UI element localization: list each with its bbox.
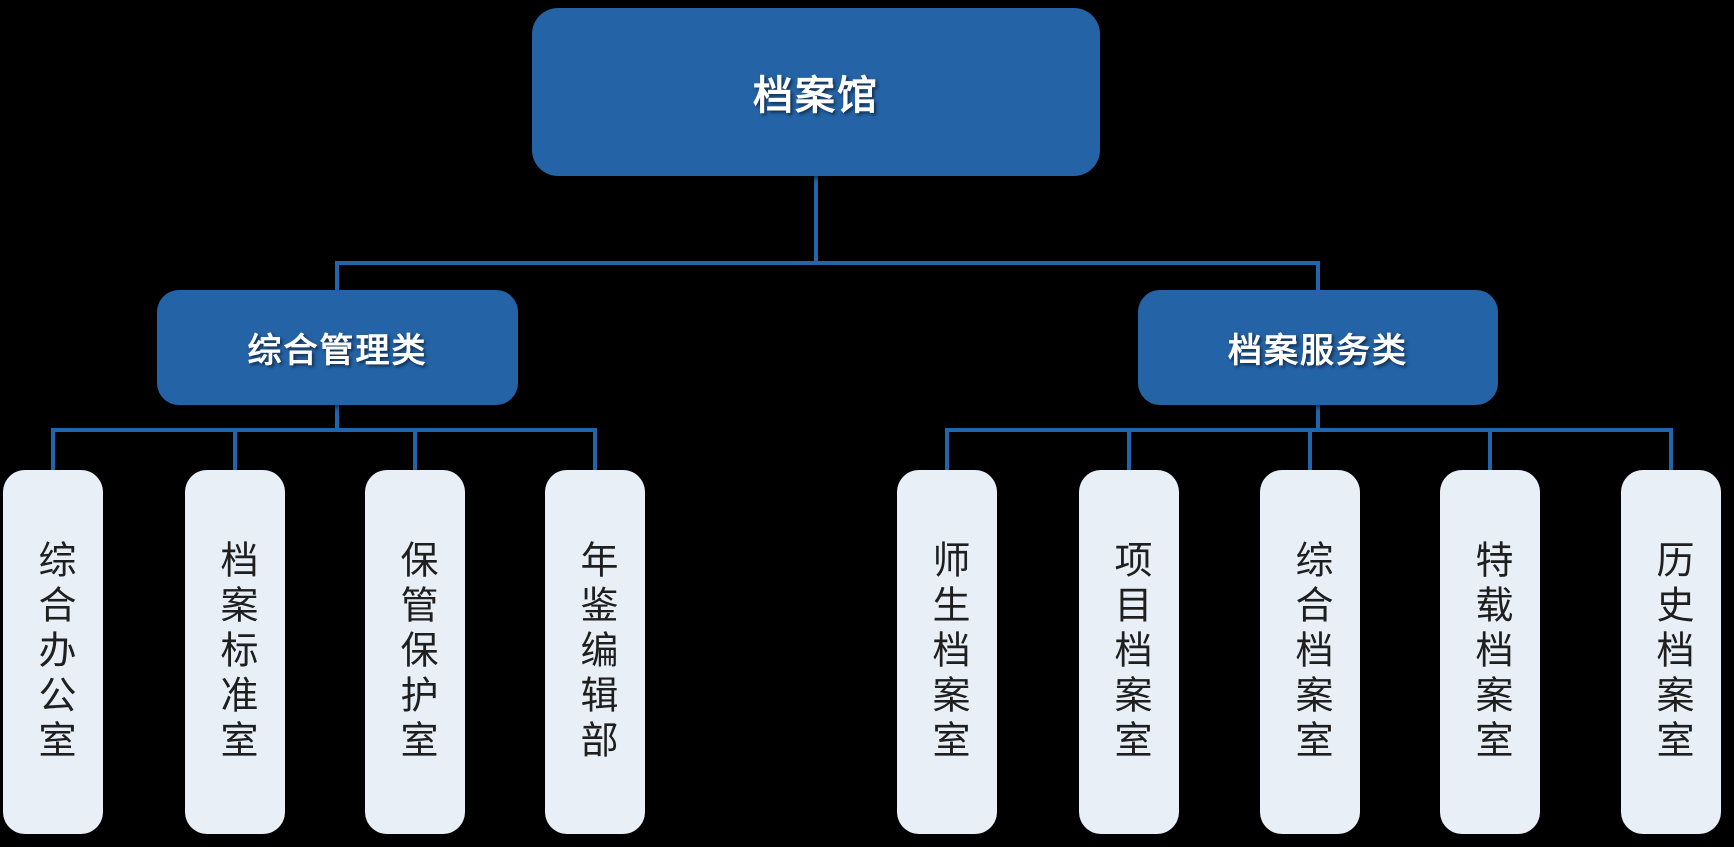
- connector-leaf-stub: [1308, 428, 1312, 472]
- connector-branch-right-stub: [1316, 261, 1320, 292]
- org-node-leaf: 年鉴编辑部: [545, 470, 645, 834]
- org-node-leaf: 综合档案室: [1260, 470, 1360, 834]
- connector-leaf-stub: [233, 428, 237, 472]
- org-node-leaf: 档案标准室: [185, 470, 285, 834]
- org-node-branch-service: 档案服务类: [1138, 290, 1498, 405]
- connector-leaf-stub: [1488, 428, 1492, 472]
- connector-top-horizontal: [335, 261, 1320, 265]
- org-node-leaf: 项目档案室: [1079, 470, 1179, 834]
- connector-leaf-stub: [413, 428, 417, 472]
- org-node-root: 档案馆: [532, 8, 1100, 176]
- connector-leaf-stub: [1127, 428, 1131, 472]
- org-node-leaf-label: 特载档案室: [1469, 539, 1511, 765]
- org-node-leaf-label: 历史档案室: [1650, 539, 1692, 765]
- connector-leaf-stub: [51, 428, 55, 472]
- org-node-branch-label: 档案服务类: [1228, 332, 1408, 370]
- org-node-branch-management: 综合管理类: [157, 290, 518, 405]
- org-node-branch-label: 综合管理类: [247, 332, 428, 370]
- org-node-leaf-label: 保管保护室: [394, 539, 436, 765]
- org-node-leaf-label: 师生档案室: [926, 539, 968, 765]
- connector-root-stub: [814, 176, 818, 265]
- connector-leaf-stub: [1669, 428, 1673, 472]
- org-node-leaf: 历史档案室: [1621, 470, 1721, 834]
- org-node-leaf-label: 项目档案室: [1108, 539, 1150, 765]
- org-node-leaf-label: 档案标准室: [214, 539, 256, 765]
- org-node-root-label: 档案馆: [753, 74, 879, 118]
- connector-right-down: [1316, 405, 1320, 430]
- org-node-leaf-label: 年鉴编辑部: [574, 539, 616, 765]
- org-node-leaf-label: 综合办公室: [32, 539, 74, 765]
- org-node-leaf: 师生档案室: [897, 470, 997, 834]
- connector-branch-left-stub: [335, 261, 339, 292]
- connector-left-horizontal: [51, 428, 597, 432]
- org-node-leaf: 综合办公室: [3, 470, 103, 834]
- connector-leaf-stub: [593, 428, 597, 472]
- org-node-leaf: 保管保护室: [365, 470, 465, 834]
- org-node-leaf: 特载档案室: [1440, 470, 1540, 834]
- org-node-leaf-label: 综合档案室: [1289, 539, 1331, 765]
- connector-leaf-stub: [945, 428, 949, 472]
- connector-left-down: [335, 405, 339, 430]
